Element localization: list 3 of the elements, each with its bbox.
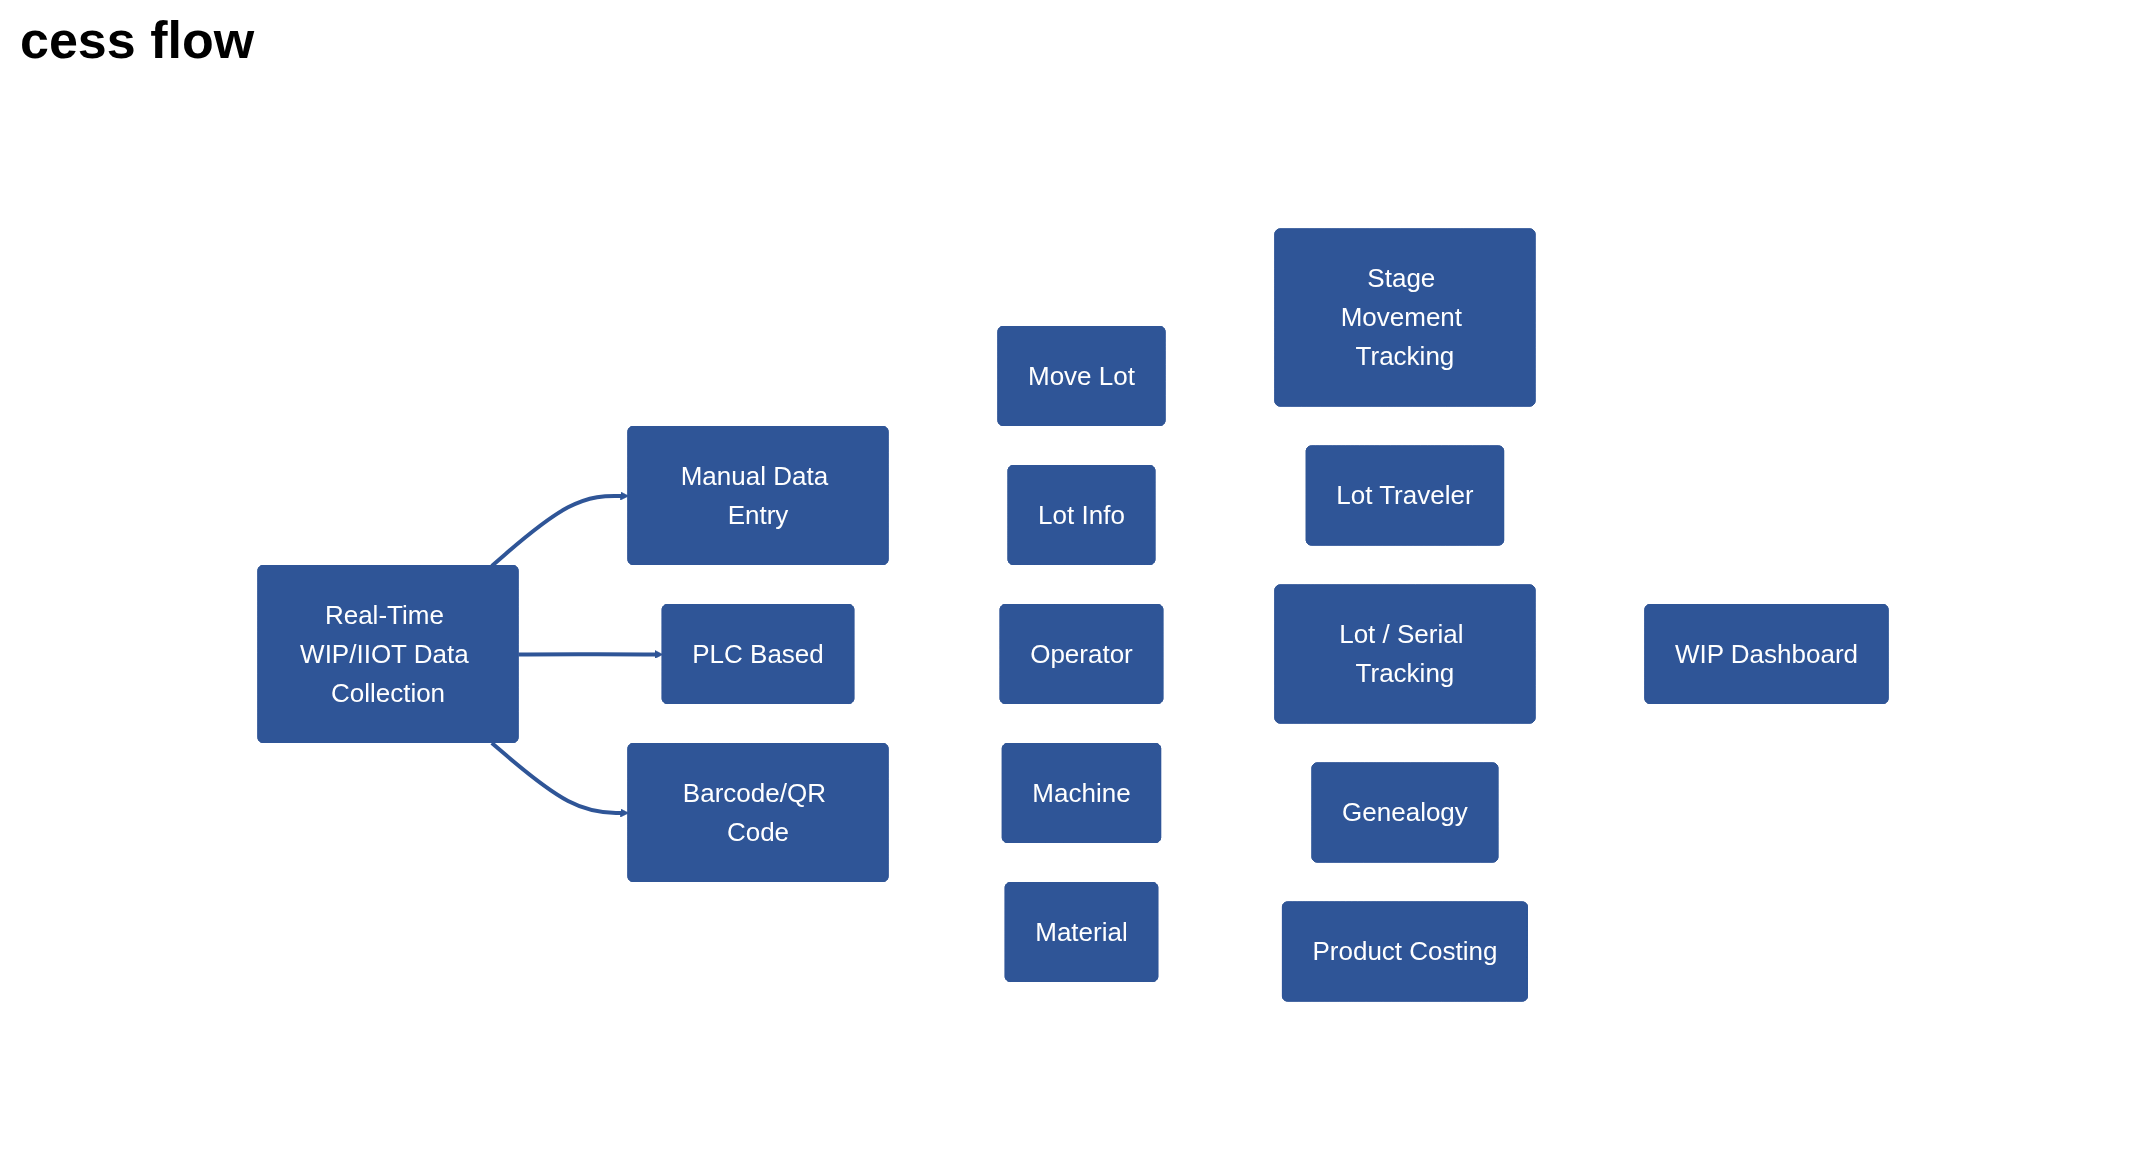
arrow [518,650,664,659]
arrow [490,741,629,818]
title: cess flow [20,10,255,70]
